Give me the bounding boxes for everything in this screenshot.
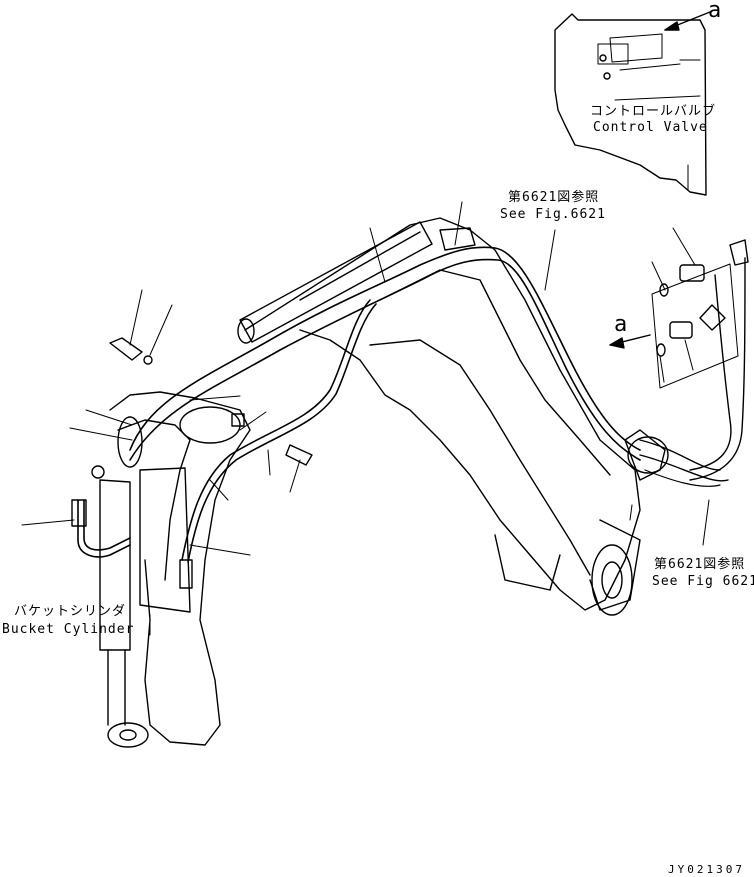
fittings-group <box>651 263 739 389</box>
boom <box>244 217 641 616</box>
drawing-code: JY021307 <box>668 863 745 876</box>
view-arrow-valve <box>664 11 711 31</box>
arm <box>109 391 251 746</box>
view-arrow-fittings <box>609 334 651 349</box>
leader-lines <box>21 201 710 636</box>
see-fig-label-top-en: See Fig.6621 <box>500 207 606 222</box>
see-fig-label-top-jp: 第6621図参照 <box>508 190 600 205</box>
bolts <box>109 337 313 466</box>
hydraulic-hoses <box>71 239 749 589</box>
bucket-cylinder-label-jp: バケットシリンダ <box>14 604 127 619</box>
bucket-cylinder <box>91 465 149 748</box>
see-fig-label-right-jp: 第6621図参照 <box>654 557 746 572</box>
control-valve-label-en: Control Valve <box>593 120 708 135</box>
boom-cylinder <box>237 221 433 344</box>
bucket-cylinder-label-en: Bucket Cylinder <box>2 622 135 637</box>
see-fig-label-right-en: See Fig 6621 <box>652 574 754 589</box>
view-marker-a-top: a <box>708 0 722 23</box>
view-marker-a-middle: a <box>614 312 628 337</box>
control-valve-label-jp: コントロールバルブ <box>590 104 717 119</box>
control-valve <box>554 13 707 196</box>
